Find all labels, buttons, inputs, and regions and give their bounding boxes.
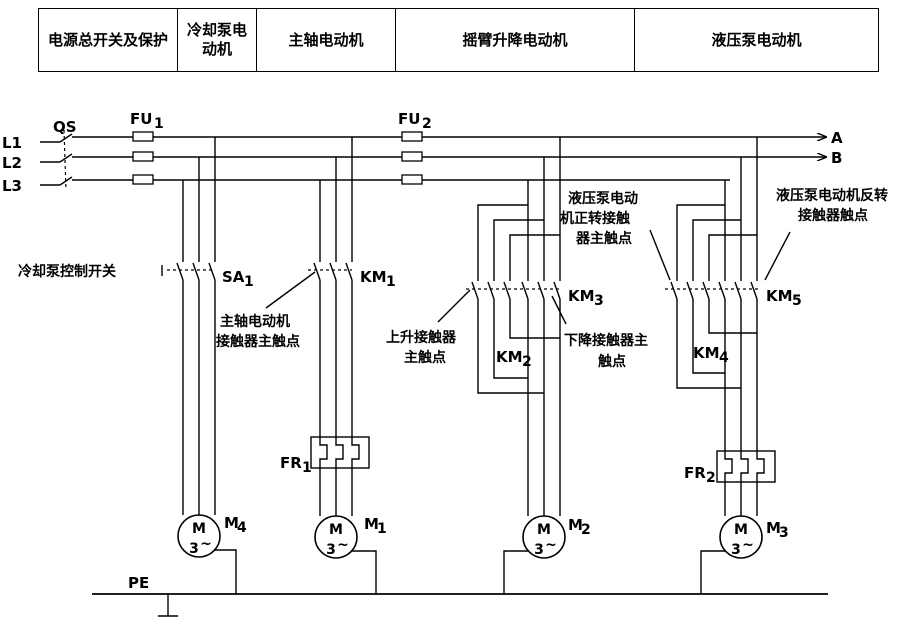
label-fu1-sub: 1	[154, 116, 164, 132]
motor-m4-sub: 4	[237, 520, 247, 536]
motor-m3-name: M	[734, 522, 748, 538]
label-l1: L1	[2, 134, 22, 152]
label-km1-sub: 1	[386, 274, 396, 290]
annotation-up-1: 上升接触器	[386, 329, 457, 346]
header-spindle-motor: 主轴电动机	[256, 8, 396, 72]
motor-m3-label: M	[766, 519, 781, 537]
motor-m3-phase: 3	[731, 542, 741, 558]
motor-m2-phase: 3	[534, 542, 544, 558]
annotation-down-2: 触点	[597, 353, 626, 370]
annotation-hyd-fwd-1: 液压泵电动	[568, 190, 638, 207]
label-fr1-sub: 1	[302, 460, 312, 476]
annotation-hyd-fwd-2: 机正转接触	[560, 210, 630, 227]
header-hydraulic-motor: 液压泵电动机	[634, 8, 879, 72]
annotation-down-1: 下降接触器主	[564, 332, 648, 349]
power-bus	[40, 129, 828, 617]
header-arm-lift-motor: 摇臂升降电动机	[395, 8, 635, 72]
motor-m1-sub: 1	[377, 521, 387, 537]
label-qs: QS	[53, 118, 77, 136]
label-km4-sub: 4	[719, 350, 729, 366]
annotation-hyd-rev-2: 接触器触点	[798, 207, 868, 224]
label-km5: KM	[766, 287, 793, 305]
motor-m1-label: M	[364, 515, 379, 533]
motor-m1-phase: 3	[326, 542, 336, 558]
coolant-circuit	[161, 137, 217, 515]
motor-m3-sub: 3	[779, 525, 789, 541]
label-pe: PE	[128, 574, 149, 592]
annotation-hyd-fwd-3: 器主触点	[575, 230, 632, 247]
label-b: B	[831, 149, 842, 167]
label-km1: KM	[360, 268, 387, 286]
motor-m1: M 3 ~ M 1	[314, 515, 387, 594]
label-sa1: SA	[222, 268, 245, 286]
motor-m2-wave: ~	[545, 537, 557, 553]
motor-m3-wave: ~	[742, 537, 754, 553]
annotation-hyd-rev-1: 液压泵电动机反转	[776, 187, 888, 204]
label-fu1: FU	[130, 110, 152, 128]
annotation-spindle-1: 主轴电动机	[220, 313, 290, 330]
motor-m2-label: M	[568, 516, 583, 534]
motor-m4-phase: 3	[189, 541, 199, 557]
arm-lift-circuit	[437, 137, 567, 516]
motor-m4-name: M	[192, 521, 206, 537]
section-header-table: 电源总开关及保护 冷却泵电动机 主轴电动机 摇臂升降电动机 液压泵电动机	[38, 8, 879, 72]
label-km5-sub: 5	[792, 293, 802, 309]
label-l3: L3	[2, 177, 22, 195]
spindle-circuit	[265, 137, 370, 516]
motor-m1-name: M	[329, 522, 343, 538]
label-fu2-sub: 2	[422, 116, 432, 132]
label-fr1: FR	[280, 454, 302, 472]
label-km2-sub: 2	[522, 354, 532, 370]
annotation-up-2: 主触点	[404, 349, 446, 366]
label-km2: KM	[496, 348, 523, 366]
motor-m1-wave: ~	[337, 537, 349, 553]
label-km4: KM	[693, 344, 720, 362]
label-fr2-sub: 2	[706, 470, 716, 486]
label-km3: KM	[568, 287, 595, 305]
label-l2: L2	[2, 154, 22, 172]
label-fu2: FU	[398, 110, 420, 128]
annotation-spindle-2: 接触器主触点	[216, 333, 300, 350]
label-km3-sub: 3	[594, 293, 604, 309]
motor-m3: M 3 ~ M 3	[700, 515, 789, 594]
motor-m2: M 3 ~ M 2	[503, 515, 591, 594]
motor-m2-sub: 2	[581, 522, 591, 538]
hydraulic-circuit	[649, 137, 791, 516]
header-power-switch: 电源总开关及保护	[38, 8, 178, 72]
motor-m2-name: M	[537, 522, 551, 538]
motor-m4: M 3 ~ M 4	[177, 514, 247, 594]
label-a: A	[831, 129, 843, 147]
label-sa1-sub: 1	[244, 274, 254, 290]
motor-m4-wave: ~	[200, 536, 212, 552]
label-fr2: FR	[684, 464, 706, 482]
motor-m4-label: M	[224, 514, 239, 532]
annotation-coolant-switch: 冷却泵控制开关	[18, 263, 116, 280]
header-coolant-motor: 冷却泵电动机	[177, 8, 257, 72]
